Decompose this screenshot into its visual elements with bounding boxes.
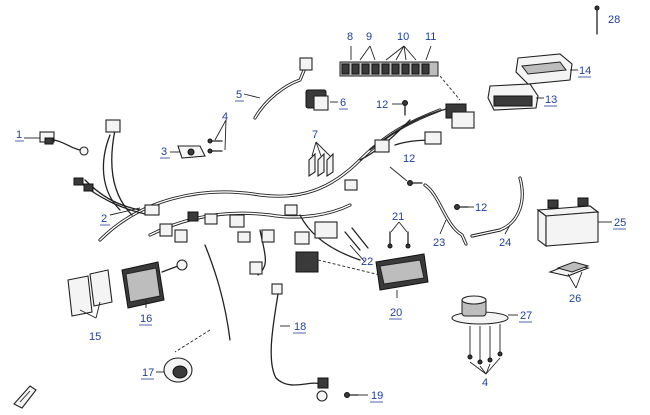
part-25-battery (536, 197, 600, 248)
leader-lines (24, 69, 612, 396)
callout-4-lower: 4 (482, 377, 488, 389)
callout-20: 20 (390, 307, 402, 319)
callout-24: 24 (499, 237, 511, 249)
part-7-fuses (308, 141, 334, 178)
callout-10: 10 (397, 31, 409, 43)
callout-15: 15 (89, 331, 101, 343)
callout-19: 19 (371, 390, 383, 402)
part-16-regulator (121, 259, 188, 309)
callout-28: 28 (608, 14, 620, 26)
part-5-wire-lead (253, 57, 313, 120)
part-3-bracket (177, 145, 206, 159)
callout-18: 18 (294, 321, 306, 333)
callout-27: 27 (520, 310, 532, 322)
part-24-cable (470, 176, 524, 238)
callout-23: 23 (433, 237, 445, 249)
callout-labels: 1 2 3 4 4 5 6 7 8 9 10 11 12 12 12 13 14… (16, 14, 626, 402)
callout-underlines (15, 76, 626, 403)
part-20-rectifier (375, 253, 429, 291)
callout-8: 8 (347, 31, 353, 43)
part-22-bolts (344, 227, 369, 251)
callout-4-upper: 4 (222, 111, 228, 123)
part-21-screws (387, 221, 411, 249)
callout-13: 13 (545, 94, 557, 106)
part-6-relay (305, 89, 338, 111)
callout-12-middle: 12 (403, 153, 415, 165)
callout-17: 17 (142, 367, 154, 379)
part-4-screws-upper (207, 138, 223, 154)
callout-16: 16 (140, 313, 152, 325)
part-18-wire-lead (270, 283, 329, 402)
parts-8-11-fuse-strip (339, 45, 461, 101)
part-17-horn (163, 357, 193, 383)
part-19-screw (344, 392, 359, 398)
callout-2: 2 (101, 213, 107, 225)
callout-5: 5 (236, 89, 242, 101)
callout-12-upper: 12 (376, 99, 388, 111)
callout-6: 6 (340, 97, 346, 109)
main-wiring-harness (73, 103, 475, 353)
callout-26: 26 (569, 293, 581, 305)
part-13-module (487, 83, 539, 111)
part-1-sensor (39, 131, 89, 156)
part-12-screws (402, 100, 469, 210)
callout-14: 14 (579, 65, 591, 77)
part-15-blocks (67, 269, 113, 317)
callout-3: 3 (161, 146, 167, 158)
callout-11: 11 (425, 31, 436, 43)
callout-12-right: 12 (475, 202, 487, 214)
part-26-pads (548, 261, 590, 277)
callout-21: 21 (392, 211, 404, 223)
part-23-cable (423, 183, 468, 246)
corner-logo-icon (13, 385, 37, 409)
callout-1: 1 (16, 129, 22, 141)
part-27-fuel-pump (451, 295, 509, 375)
part-28-pin (594, 5, 600, 35)
part-14-ecu (515, 53, 573, 85)
callout-9: 9 (366, 31, 372, 43)
callout-25: 25 (614, 217, 626, 229)
callout-7: 7 (312, 129, 318, 141)
callout-22: 22 (361, 256, 373, 268)
